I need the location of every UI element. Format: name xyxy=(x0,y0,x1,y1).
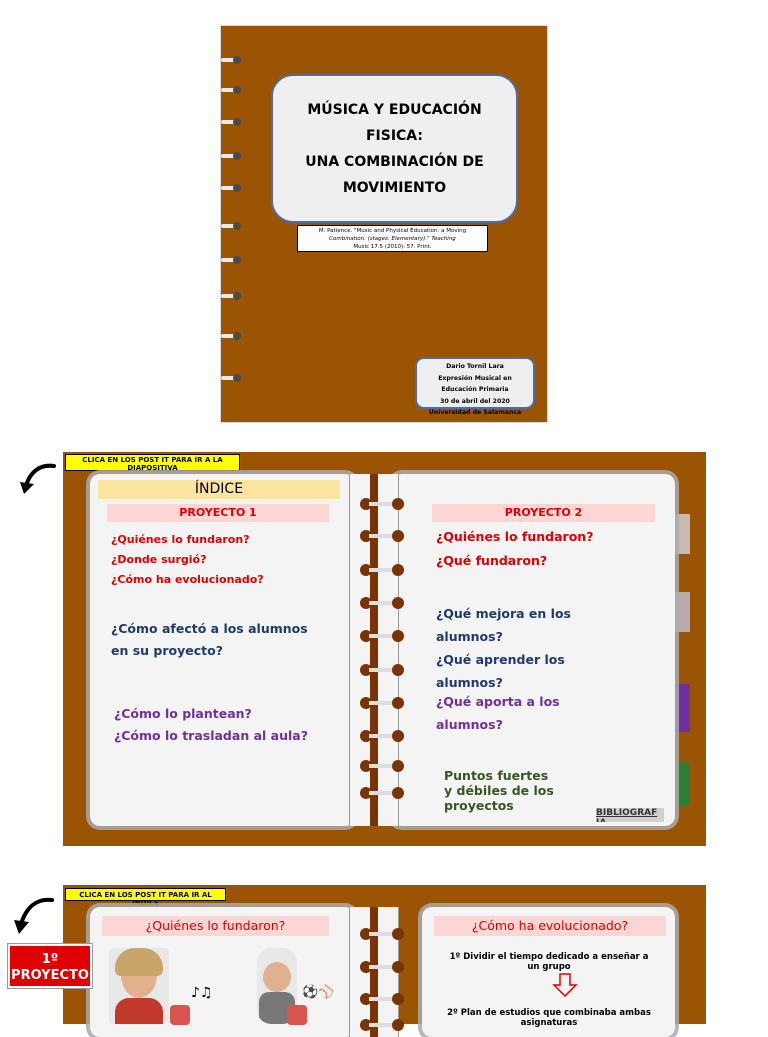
index-title: ÍNDICE xyxy=(98,480,340,499)
link-que-fundaron[interactable]: ¿Qué fundaron? xyxy=(436,553,548,568)
binder-ring xyxy=(360,496,404,512)
title-card: MÚSICA Y EDUCACIÓN FISICA: UNA COMBINACI… xyxy=(271,74,518,223)
proyecto-2-header[interactable]: PROYECTO 2 xyxy=(432,504,655,522)
proyecto-1-header[interactable]: PROYECTO 1 xyxy=(107,504,329,522)
proyecto-1-tab[interactable]: 1º PROYECTO xyxy=(8,944,92,988)
title-slide: MÚSICA Y EDUCACIÓN FISICA: UNA COMBINACI… xyxy=(220,25,548,423)
post-it-instruction: CLICA EN LOS POST IT PARA IR A LA DIAPOS… xyxy=(65,454,240,472)
quienes-fundaron-header: ¿Quiénes lo fundaron? xyxy=(102,916,329,936)
bibliografia-link[interactable]: BIBLIOGRAF IA xyxy=(596,808,664,822)
binder-ring xyxy=(360,728,404,744)
proyecto-2-red-links: ¿Quiénes lo fundaron? ¿Qué fundaron? xyxy=(436,525,593,573)
binder-ring xyxy=(360,1017,404,1033)
binder-ring xyxy=(360,528,404,544)
spiral-ring xyxy=(221,256,241,264)
link-como-afecto[interactable]: ¿Cómo afectó a los alumnos en su proyect… xyxy=(111,621,308,658)
link-que-mejora[interactable]: ¿Qué mejora en los xyxy=(436,606,571,621)
proyecto-1-slide: CLICA EN LOS POST IT PARA IR AL INDICE ¿… xyxy=(63,885,706,1037)
arrow-curved-icon xyxy=(14,897,54,934)
como-evoluciono-header: ¿Cómo ha evolucionado? xyxy=(434,916,666,936)
music-notes-icon: ♪♫ xyxy=(191,985,213,1001)
spiral-ring xyxy=(221,374,241,382)
spiral-ring xyxy=(221,222,241,230)
evolution-step-2: 2º Plan de estudios que combinaba ambas … xyxy=(447,1008,651,1028)
binder-ring xyxy=(360,628,404,644)
citation-box: M. Patience. "Music and Physical Educati… xyxy=(297,225,488,252)
link-quienes-fundaron[interactable]: ¿Quiénes lo fundaron? xyxy=(111,533,250,546)
arrow-curved-icon xyxy=(20,463,56,494)
binder-ring xyxy=(360,785,404,801)
proyecto-2-navy-links: ¿Qué mejora en los alumnos? ¿Qué aprende… xyxy=(436,602,571,694)
link-como-plantean[interactable]: ¿Cómo lo plantean? xyxy=(114,706,252,721)
proyecto-1-red-links: ¿Quiénes lo fundaron? ¿Donde surgió? ¿Có… xyxy=(111,530,264,590)
binder-ring xyxy=(360,662,404,678)
binder-ring xyxy=(360,959,404,975)
right-page xyxy=(392,474,675,826)
spiral-ring xyxy=(221,118,241,126)
sports-balls-icon: ⚽⚾ xyxy=(302,985,335,1000)
binder-ring xyxy=(360,562,404,578)
index-slide: CLICA EN LOS POST IT PARA IR A LA DIAPOS… xyxy=(63,452,706,846)
link-que-aporta[interactable]: ¿Qué aporta a los alumnos? xyxy=(436,694,560,732)
binder-ring xyxy=(360,595,404,611)
spiral-ring xyxy=(221,86,241,94)
author-card: Dario Tornil Lara Expresión Musical en E… xyxy=(415,357,535,416)
link-como-evoluciono[interactable]: ¿Cómo ha evolucionado? xyxy=(111,573,264,586)
avatar xyxy=(287,1005,307,1025)
link-puntos-fuertes[interactable]: Puntos fuertes y débiles de los proyecto… xyxy=(444,768,554,813)
spiral-ring xyxy=(221,56,241,64)
binder-ring xyxy=(360,695,404,711)
binder-ring xyxy=(360,926,404,942)
proyecto-1-purple-links: ¿Cómo lo plantean? ¿Cómo lo trasladan al… xyxy=(114,703,308,747)
binder-ring xyxy=(360,991,404,1007)
link-quienes-fundaron-2[interactable]: ¿Quiénes lo fundaron? xyxy=(436,529,594,544)
left-page xyxy=(90,474,355,826)
binder-ring xyxy=(360,758,404,774)
link-como-trasladan[interactable]: ¿Cómo lo trasladan al aula? xyxy=(114,728,308,743)
spiral-ring xyxy=(221,332,241,340)
link-donde-surgio[interactable]: ¿Donde surgió? xyxy=(111,553,207,566)
down-arrow-icon xyxy=(552,973,578,997)
spiral-ring xyxy=(221,152,241,160)
avatar xyxy=(170,1005,190,1025)
spiral-ring xyxy=(221,292,241,300)
post-it-instruction: CLICA EN LOS POST IT PARA IR AL INDICE xyxy=(65,888,226,907)
spiral-ring xyxy=(221,184,241,192)
evolution-step-1: 1º Dividir el tiempo dedicado a enseñar … xyxy=(449,952,649,972)
founder-photo-1 xyxy=(109,948,169,1024)
notebook-spine xyxy=(349,907,399,1037)
presentation-title: MÚSICA Y EDUCACIÓN FISICA: UNA COMBINACI… xyxy=(305,101,484,196)
link-que-aprender[interactable]: ¿Qué aprender los xyxy=(436,652,565,667)
